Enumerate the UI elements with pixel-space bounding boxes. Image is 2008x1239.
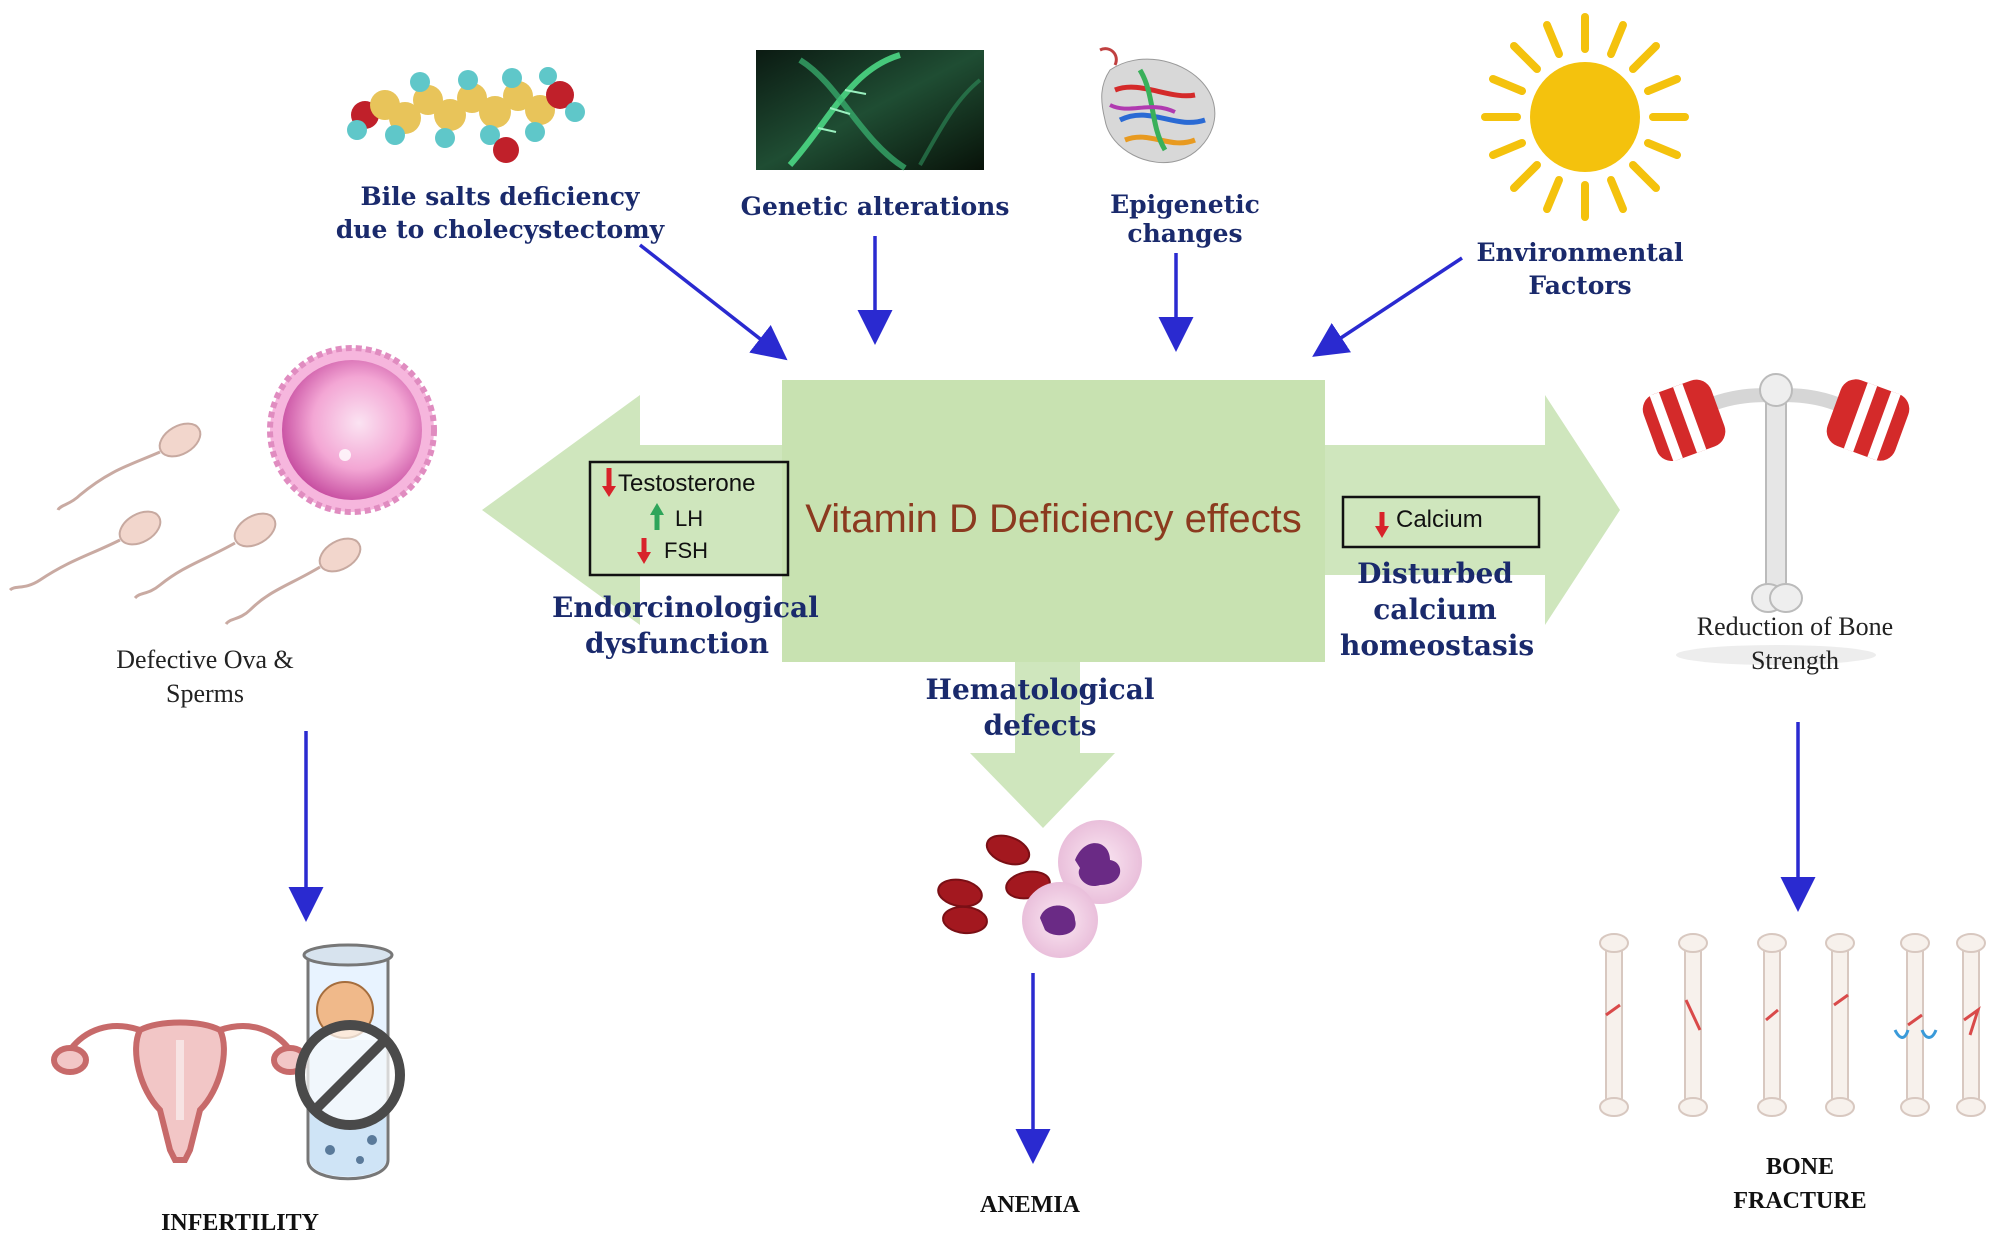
genetic-label: Genetic alterations bbox=[740, 192, 1010, 221]
fractured-bones-icon bbox=[1599, 933, 1986, 1117]
calcium-box bbox=[1341, 495, 1541, 549]
environmental-arrow bbox=[1312, 256, 1463, 357]
chromatin-protein-icon bbox=[1099, 47, 1216, 164]
bone-strength-label: Reduction of Bone Strength bbox=[1696, 612, 1894, 675]
hormone-lh: LH bbox=[675, 506, 704, 531]
hormone-testosterone: Testosterone bbox=[618, 470, 756, 497]
fracture-lines-icon bbox=[1605, 993, 1981, 1039]
epigenetic-label: Epigenetic changes bbox=[1110, 190, 1260, 248]
sperm-icon bbox=[118, 422, 362, 573]
down-effect-arrow bbox=[970, 662, 1115, 828]
center-panel bbox=[782, 380, 1325, 662]
defective-ova-label: Defective Ova & Sperms bbox=[116, 645, 294, 708]
testosterone-down-icon bbox=[602, 468, 616, 497]
calcium-marker: Calcium bbox=[1396, 506, 1483, 533]
uterus-icon bbox=[51, 1019, 309, 1163]
bone-fracture-label: BONE FRACTURE bbox=[1733, 1154, 1867, 1214]
fsh-down-icon bbox=[637, 538, 651, 564]
calcium-down-icon bbox=[1375, 512, 1389, 538]
hormone-box bbox=[588, 460, 790, 577]
ivf-test-tube-icon bbox=[295, 943, 405, 1181]
dna-helix-icon bbox=[756, 50, 984, 171]
endocrine-label: Endorcinological dysfunction bbox=[552, 591, 819, 660]
bile-salts-label: Bile salts deficiency due to cholecystec… bbox=[335, 182, 665, 244]
white-blood-cell-icon bbox=[1022, 820, 1142, 958]
right-effect-arrow bbox=[1325, 395, 1620, 625]
environmental-label: Environmental Factors bbox=[1476, 238, 1684, 300]
center-title: Vitamin D Deficiency effects bbox=[805, 497, 1302, 541]
left-effect-arrow bbox=[482, 395, 782, 625]
infertility-label: INFERTILITY bbox=[161, 1210, 319, 1236]
bone-dumbbell-icon bbox=[1642, 373, 1910, 665]
lh-up-icon bbox=[650, 503, 664, 530]
anemia-label: ANEMIA bbox=[980, 1192, 1080, 1218]
hormone-fsh: FSH bbox=[664, 538, 708, 563]
hematological-label: Hematological defects bbox=[925, 673, 1155, 742]
ovum-icon bbox=[267, 345, 437, 515]
sun-icon bbox=[1481, 13, 1689, 221]
calcium-homeostasis-label: Disturbed calcium homeostasis bbox=[1340, 557, 1535, 662]
bile-arrow bbox=[638, 243, 788, 361]
sperm-tails-icon bbox=[8, 450, 321, 626]
bile-salt-molecule-icon bbox=[347, 67, 585, 163]
